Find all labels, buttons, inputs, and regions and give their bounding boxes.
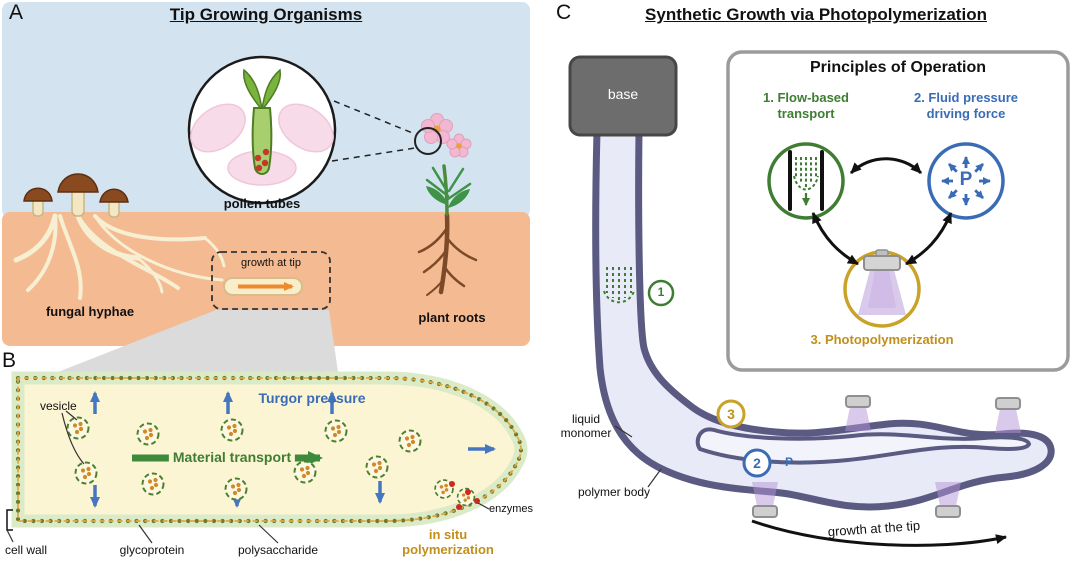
inner-polymer-channel bbox=[695, 427, 1032, 465]
material-transport-label: Material transport bbox=[168, 449, 296, 466]
pollen-grains bbox=[254, 148, 270, 172]
flow-transport-icon bbox=[767, 142, 845, 220]
in-situ-line-2: polymerization bbox=[402, 542, 494, 557]
cycle-arrows bbox=[811, 157, 953, 266]
inset-pressure-symbol: P bbox=[959, 169, 973, 190]
zoom-dashed-lines bbox=[331, 100, 416, 162]
panel-a-title: Tip Growing Organisms bbox=[169, 5, 363, 24]
photopolymerization-icon bbox=[843, 249, 921, 328]
zoom-target-circle bbox=[414, 127, 442, 155]
step-2-number: 2 bbox=[753, 455, 761, 471]
panel-c-letter: C bbox=[556, 1, 572, 24]
liquid-monomer-line-2: monomer bbox=[560, 426, 612, 440]
in-situ-line-1: in situ bbox=[428, 527, 468, 542]
polymer-body-label: polymer body bbox=[578, 485, 651, 499]
cell-wall-label: cell wall bbox=[5, 543, 48, 557]
turgor-pressure-label: Turgor pressure bbox=[258, 390, 366, 406]
panel-c-illustration bbox=[568, 50, 1070, 547]
step-1-circle bbox=[647, 279, 675, 307]
flow-comb-icon bbox=[603, 267, 635, 304]
inset-item3-label: 3. Photopolymerization bbox=[810, 332, 954, 347]
inset-item2-line-1: 2. Fluid pressure bbox=[913, 90, 1019, 105]
enzymes-label: enzymes bbox=[489, 503, 534, 515]
vesicle-label: vesicle bbox=[40, 399, 77, 413]
label-leader-lines-b bbox=[6, 410, 490, 544]
uv-lamp-icon bbox=[934, 481, 962, 518]
growth-at-tip-box bbox=[211, 251, 331, 310]
liquid-monomer-line-1: liquid bbox=[571, 412, 601, 426]
base-label: base bbox=[607, 86, 639, 102]
principles-inset-box bbox=[726, 50, 1070, 372]
step-1-number: 1 bbox=[657, 285, 665, 299]
mushrooms-illustration bbox=[23, 173, 129, 218]
fungal-hyphae-illustration bbox=[13, 213, 226, 300]
flower-blossoms bbox=[421, 113, 472, 158]
panel-c-title: Synthetic Growth via Photopolymerization bbox=[645, 5, 987, 24]
pollen-tubes-label: pollen tubes bbox=[223, 196, 301, 211]
liquid-monomer-label: liquid monomer bbox=[561, 412, 612, 440]
pollen-tube-inset bbox=[187, 55, 337, 205]
uv-lamp-icon bbox=[844, 395, 872, 432]
panel-a-illustration bbox=[2, 2, 530, 372]
inset-title: Principles of Operation bbox=[809, 59, 987, 76]
plant-roots-illustration bbox=[417, 212, 478, 296]
uv-lamp-icon bbox=[994, 397, 1022, 434]
polysaccharide-label: polysaccharide bbox=[237, 543, 319, 557]
inset-item2-label: 2. Fluid pressure driving force bbox=[914, 90, 1018, 122]
panel-b-letter: B bbox=[2, 349, 17, 372]
inset-item1-line-1: 1. Flow-based bbox=[763, 90, 849, 105]
uv-lamp-icon bbox=[751, 481, 779, 518]
inset-item2-line-2: driving force bbox=[926, 106, 1006, 121]
in-situ-polymerization-label: in situ polymerization bbox=[402, 527, 494, 557]
growth-at-tip-label: growth at tip bbox=[241, 257, 301, 269]
step-3-circle bbox=[716, 399, 746, 429]
fungal-hyphae-label: fungal hyphae bbox=[45, 304, 135, 319]
tube-pressure-symbol: P bbox=[784, 455, 794, 469]
flower-plant-illustration bbox=[414, 113, 472, 216]
pressure-icon bbox=[927, 142, 1005, 220]
base-block bbox=[568, 55, 678, 137]
inset-item1-label: 1. Flow-based transport bbox=[763, 90, 849, 122]
glycoprotein-label: glycoprotein bbox=[119, 543, 185, 557]
panel-a-letter: A bbox=[9, 1, 24, 24]
inset-item1-line-2: transport bbox=[777, 106, 835, 121]
plant-roots-label: plant roots bbox=[418, 310, 486, 325]
zoom-trapezoid bbox=[58, 310, 338, 372]
step-3-number: 3 bbox=[727, 406, 735, 422]
growth-at-tip-arrow bbox=[751, 519, 1007, 547]
enzyme-dots bbox=[449, 481, 480, 510]
monomer-tube bbox=[592, 127, 1055, 511]
label-leader-lines-c bbox=[614, 425, 662, 488]
